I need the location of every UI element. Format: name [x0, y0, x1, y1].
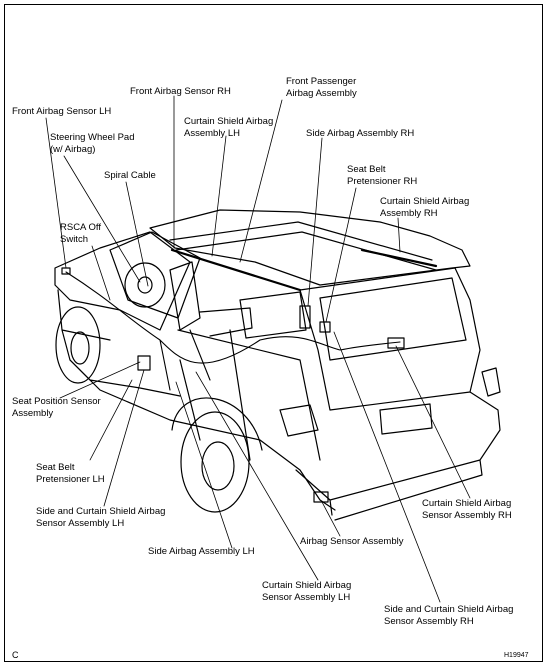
label-curtain-shield-airbag-assembly-lh: Curtain Shield Airbag Assembly LH [184, 116, 274, 139]
rear-wheel-hub [201, 441, 235, 491]
figure-id: H19947 [504, 652, 529, 659]
wheel-arch-rear [171, 397, 263, 451]
airbag-components [61, 248, 438, 503]
label-front-airbag-sensor-rh: Front Airbag Sensor RH [130, 86, 231, 97]
side-airbag-rh-part [299, 305, 311, 329]
front-seat [169, 261, 253, 337]
leader-lines [45, 95, 471, 603]
label-seat-belt-pretensioner-lh: Seat Belt Pretensioner LH [36, 462, 105, 485]
leader-steering-wheel-pad [63, 155, 141, 283]
label-front-airbag-sensor-lh: Front Airbag Sensor LH [12, 106, 112, 117]
leader-side-airbag-lh [175, 381, 233, 549]
tail-light-right [481, 367, 501, 397]
leader-airbag-sensor-assembly [321, 501, 341, 537]
front-wheel-hub [70, 331, 90, 365]
leader-side-airbag-rh [307, 137, 323, 307]
front-wheel [55, 306, 101, 384]
license-area [379, 403, 433, 435]
body-side [69, 359, 336, 511]
label-seat-position-sensor-assembly: Seat Position Sensor Assembly [12, 396, 101, 419]
tail-light-left [279, 404, 319, 437]
leader-seat-position-sensor [59, 361, 141, 399]
label-curtain-shield-airbag-sensor-assembly-rh: Curtain Shield Airbag Sensor Assembly RH [422, 498, 512, 521]
leader-front-passenger-airbag [239, 99, 283, 263]
label-spiral-cable: Spiral Cable [104, 170, 156, 181]
leader-front-airbag-sensor-lh [45, 117, 67, 269]
label-side-curtain-shield-sensor-assembly-lh: Side and Curtain Shield Airbag Sensor As… [36, 506, 166, 529]
vehicle-body [54, 209, 501, 521]
seat-position-sensor-part [137, 355, 151, 371]
leader-spiral-cable [125, 181, 149, 287]
roof-outline [149, 209, 471, 286]
rear-bumper [295, 391, 501, 521]
steering-wheel [124, 262, 166, 308]
label-side-airbag-assembly-rh: Side Airbag Assembly RH [306, 128, 415, 139]
label-side-airbag-assembly-lh: Side Airbag Assembly LH [148, 546, 255, 557]
diagram-frame [4, 4, 543, 662]
rear-window [319, 277, 467, 361]
rear-hatch [299, 267, 481, 411]
label-rsca-off-switch: RSCA Off Switch [60, 222, 102, 245]
label-seat-belt-pretensioner-rh: Seat Belt Pretensioner RH [347, 164, 418, 187]
leader-seat-belt-pretensioner-lh [89, 379, 133, 461]
door-lines [177, 329, 321, 461]
curtain-airbag-lh-part [170, 248, 302, 292]
label-airbag-sensor-assembly: Airbag Sensor Assembly [300, 536, 404, 547]
seat-belt-pretensioner-rh-part [319, 321, 331, 333]
leader-side-curtain-sensor-lh [103, 369, 145, 507]
rsca-switch-part [61, 267, 71, 275]
leader-curtain-sensor-rh [395, 345, 471, 499]
leader-seat-belt-pretensioner-rh [325, 187, 357, 323]
label-steering-wheel-pad: Steering Wheel Pad (w/ Airbag) [50, 132, 135, 155]
rear-seat [239, 291, 307, 339]
leader-curtain-airbag-lh [211, 135, 227, 257]
wiring-harness [65, 271, 401, 391]
label-curtain-shield-airbag-sensor-assembly-lh: Curtain Shield Airbag Sensor Assembly LH [262, 580, 352, 603]
windshield [109, 231, 201, 319]
curtain-airbag-rh-part [360, 248, 438, 268]
leader-side-curtain-sensor-rh [333, 331, 441, 603]
leader-rsca-off-switch [91, 245, 111, 301]
label-side-curtain-shield-sensor-assembly-rh: Side and Curtain Shield Airbag Sensor As… [384, 604, 514, 627]
label-curtain-shield-airbag-assembly-rh: Curtain Shield Airbag Assembly RH [380, 196, 470, 219]
leader-curtain-sensor-lh [195, 371, 319, 581]
front-grille [57, 289, 111, 381]
leader-curtain-airbag-rh [397, 217, 401, 253]
steering-hub [137, 276, 153, 294]
label-front-passenger-airbag-assembly: Front Passenger Airbag Assembly [286, 76, 357, 99]
corner-letter: C [12, 650, 19, 660]
airbag-sensor-part [313, 491, 329, 503]
